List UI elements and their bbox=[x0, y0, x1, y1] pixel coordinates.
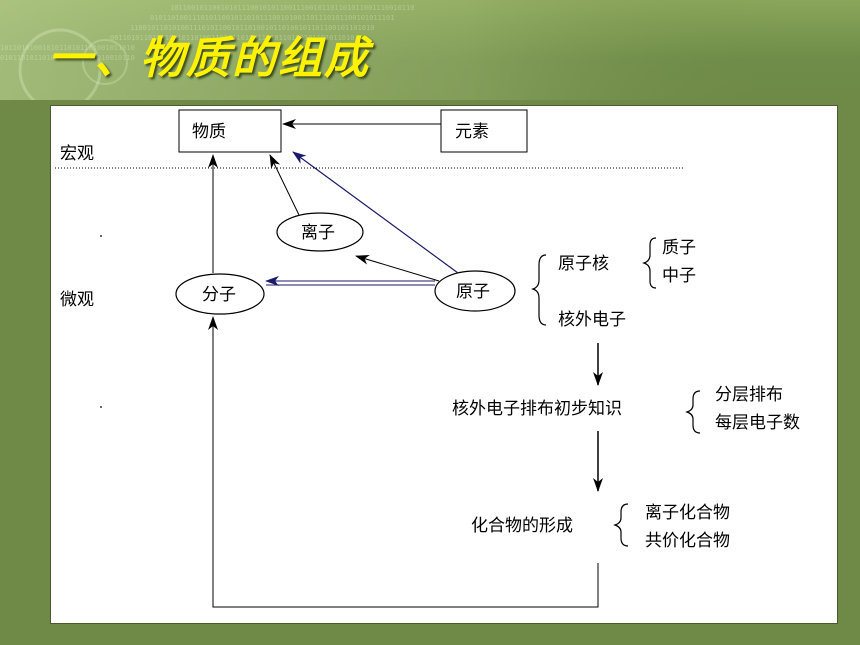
arrangement-label: 核外电子排布初步知识 bbox=[452, 399, 622, 419]
diagram-panel bbox=[50, 105, 838, 624]
svg-text:101100101100101011100101011001: 1011001011001010111001010110011100101101… bbox=[170, 4, 414, 12]
atom-label: 原子 bbox=[456, 282, 490, 302]
svg-text:101101010010101101011010010110: 10110101001010110101101001011010 bbox=[0, 44, 135, 52]
electrons-label: 核外电子 bbox=[558, 310, 626, 330]
per-layer-label: 每层电子数 bbox=[715, 413, 800, 433]
compound-brace bbox=[613, 503, 629, 547]
covalent-compound-label: 共价化合物 bbox=[645, 531, 730, 551]
stray-dot bbox=[100, 406, 102, 408]
molecule-node bbox=[175, 273, 265, 315]
ion-node bbox=[276, 212, 364, 252]
atom-node bbox=[434, 270, 516, 312]
nucleus-brace bbox=[642, 237, 657, 289]
macro-label: 宏观 bbox=[60, 144, 94, 164]
arrangement-brace bbox=[685, 390, 701, 434]
svg-text:010110101101001011010110100101: 01011010110100101101011010010110 bbox=[0, 54, 135, 62]
molecule-label: 分子 bbox=[202, 285, 236, 305]
svg-text:001101011010110010110100110101: 0011010110101100101101001101011010011010… bbox=[110, 34, 354, 42]
svg-text:110010110101001110101100101101: 1100101101010011101011001011010010110100… bbox=[130, 24, 374, 32]
atom-brace bbox=[531, 254, 547, 326]
element-box bbox=[440, 109, 528, 153]
concept-diagram: 物质 元素 宏观 微观 离子 分子 原子 原子核 核外电子 质子 中子 核外电子… bbox=[55, 109, 800, 608]
svg-text:010110100111010110010110101110: 0101101001110101100101101011100101001101… bbox=[150, 14, 394, 22]
substance-label: 物质 bbox=[192, 122, 226, 142]
ion-label: 离子 bbox=[301, 223, 335, 243]
compound-formation-label: 化合物的形成 bbox=[471, 516, 573, 536]
arrow-ion-to-substance bbox=[269, 154, 300, 216]
layered-label: 分层排布 bbox=[715, 385, 783, 405]
neutron-label: 中子 bbox=[662, 266, 696, 286]
arrow-atom-to-ion bbox=[355, 254, 440, 282]
arrow-atom-to-substance bbox=[292, 151, 459, 274]
nucleus-label: 原子核 bbox=[558, 254, 609, 274]
proton-label: 质子 bbox=[662, 238, 696, 258]
element-label: 元素 bbox=[455, 122, 489, 142]
arrow-compound-to-molecule bbox=[208, 316, 599, 608]
micro-label: 微观 bbox=[60, 290, 94, 310]
slide-title: 一、物质的组成 bbox=[48, 33, 370, 84]
substance-box bbox=[178, 109, 282, 153]
header-decoration: 1011001011001010111001010110011100101101… bbox=[0, 0, 780, 100]
stray-dot bbox=[100, 235, 102, 237]
ionic-compound-label: 离子化合物 bbox=[645, 503, 730, 523]
